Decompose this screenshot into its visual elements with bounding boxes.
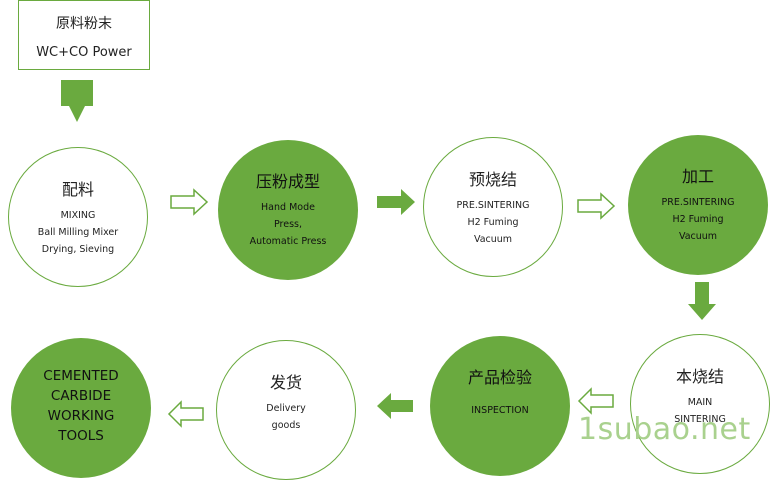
- step-presintering-line: PRE.SINTERING: [456, 200, 530, 211]
- final-product-line: TOOLS: [58, 428, 104, 444]
- final-product-line: CARBIDE: [50, 388, 112, 404]
- step-pressing-title: 压粉成型: [255, 172, 320, 191]
- raw-material-box: 原料粉末 WC+CO Power: [18, 0, 150, 70]
- step-inspection-line: INSPECTION: [471, 405, 529, 416]
- raw-material-subtitle: WC+CO Power: [36, 45, 132, 60]
- step-delivery-title: 发货: [269, 373, 302, 392]
- step-machining-line: H2 Fuming: [672, 214, 724, 225]
- arrow-right-solid-icon: [377, 189, 415, 215]
- step-mixing-line: Ball Milling Mixer: [37, 227, 119, 238]
- raw-material-title: 原料粉末: [56, 16, 112, 32]
- step-presintering: 预烧结 PRE.SINTERING H2 Fuming Vacuum: [423, 137, 563, 277]
- step-mixing-line: Drying, Sieving: [41, 244, 115, 255]
- arrow-right-outline-icon: [577, 192, 616, 220]
- step-main-sintering-line: SINTERING: [674, 414, 726, 425]
- step-mixing-title: 配料: [61, 180, 94, 199]
- arrow-down-icon: [61, 80, 93, 122]
- arrow-left-outline-icon: [167, 400, 204, 428]
- step-machining-line: Vacuum: [678, 231, 718, 242]
- step-machining-line: PRE.SINTERING: [661, 197, 735, 208]
- site-watermark: 1subao.net: [578, 412, 751, 447]
- arrow-left-outline-icon: [577, 387, 614, 415]
- final-product-tools: CEMENTED CARBIDE WORKING TOOLS: [11, 338, 151, 478]
- arrow-right-outline-icon: [170, 188, 209, 216]
- step-inspection: 产品检验 INSPECTION: [430, 336, 570, 476]
- step-main-sintering-title: 本烧结: [675, 367, 724, 386]
- step-pressing: 压粉成型 Hand Mode Press, Automatic Press: [218, 140, 358, 280]
- final-product-line: WORKING: [47, 408, 115, 424]
- step-inspection-title: 产品检验: [467, 368, 532, 387]
- step-mixing: 配料 MIXING Ball Milling Mixer Drying, Sie…: [8, 147, 148, 287]
- step-pressing-line: Press,: [273, 219, 303, 230]
- arrow-left-solid-icon: [377, 393, 413, 419]
- step-machining-title: 加工: [681, 167, 714, 186]
- step-presintering-line: Vacuum: [473, 234, 513, 245]
- arrow-down-icon: [688, 282, 716, 320]
- step-main-sintering: 本烧结 MAIN SINTERING: [630, 334, 770, 474]
- step-machining: 加工 PRE.SINTERING H2 Fuming Vacuum: [628, 135, 768, 275]
- step-presintering-line: H2 Fuming: [467, 217, 519, 228]
- step-mixing-line: MIXING: [60, 210, 96, 221]
- step-delivery: 发货 Delivery goods: [216, 340, 356, 480]
- step-presintering-title: 预烧结: [468, 170, 517, 189]
- final-product-line: CEMENTED: [43, 368, 119, 384]
- step-pressing-line: Hand Mode: [261, 202, 315, 213]
- step-pressing-line: Automatic Press: [249, 236, 327, 247]
- step-main-sintering-line: MAIN: [687, 397, 713, 408]
- step-delivery-line: Delivery: [266, 403, 306, 414]
- step-delivery-line: goods: [271, 420, 301, 431]
